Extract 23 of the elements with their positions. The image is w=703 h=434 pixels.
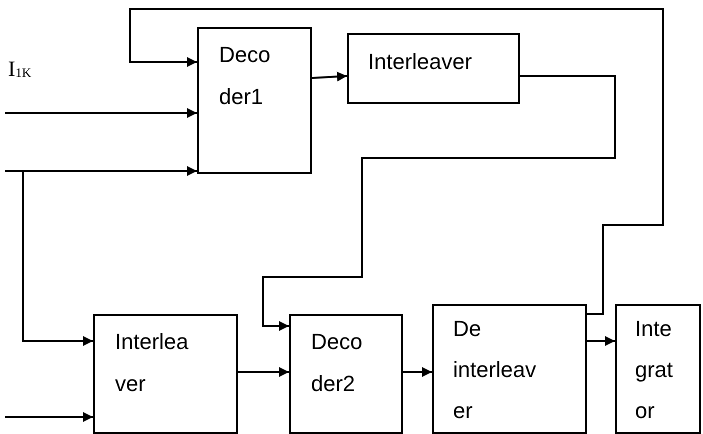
block-label: Deco der1 xyxy=(219,41,272,111)
process-box xyxy=(289,314,403,434)
process-box xyxy=(432,304,587,434)
process-box xyxy=(615,304,701,434)
process-box xyxy=(197,27,312,174)
block-label: Inte grat or xyxy=(635,315,674,425)
block-label: De interleav er xyxy=(453,315,538,425)
process-box xyxy=(347,33,520,104)
signal-label: I$_{1K}$ xyxy=(8,56,32,82)
arrow xyxy=(5,108,197,118)
block-label: Interleaver xyxy=(368,48,473,76)
arrow xyxy=(5,412,93,422)
arrow xyxy=(262,75,616,331)
arrow xyxy=(129,8,664,315)
process-box xyxy=(93,314,238,434)
arrow xyxy=(403,367,432,377)
arrow xyxy=(587,336,615,346)
arrow xyxy=(238,367,289,377)
block-label: Deco der2 xyxy=(311,328,364,398)
arrow xyxy=(5,166,197,176)
block-label: Interlea ver xyxy=(115,328,190,398)
arrow xyxy=(22,171,93,346)
arrow xyxy=(312,72,348,82)
